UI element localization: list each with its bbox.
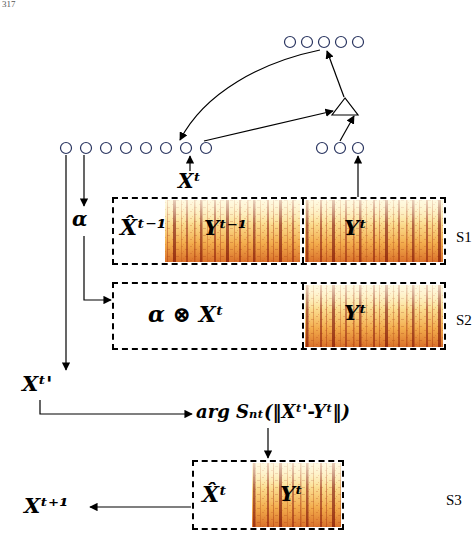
neuron-row <box>285 37 364 48</box>
sub-box: X̂ᵗ⁻¹ Yᵗ⁻¹ <box>114 199 304 263</box>
math-label: Xᵗ⁺¹ <box>24 494 68 517</box>
math-symbol: X̂ᵗ <box>202 482 227 506</box>
spectrogram <box>252 463 341 527</box>
spectrogram <box>305 285 443 347</box>
math-symbol: α ⊗ Xᵗ <box>148 302 224 326</box>
sub-box: α ⊗ Xᵗ <box>114 284 304 348</box>
sub-box: Yᵗ <box>304 284 444 348</box>
neuron-row <box>61 143 212 154</box>
math-symbol: Yᵗ <box>280 482 303 505</box>
math-label: Xᵗ <box>178 170 201 192</box>
stage-label: S3 <box>446 492 462 509</box>
arrow <box>40 50 358 507</box>
math-symbol: Yᵗ <box>344 216 367 239</box>
neuron-row <box>317 143 364 154</box>
sub-box: Yᵗ <box>304 199 444 263</box>
math-symbol: Yᵗ <box>344 301 367 324</box>
spectrogram <box>165 200 300 262</box>
math-symbol: Yᵗ⁻¹ <box>204 216 247 239</box>
stage-label: S1 <box>456 229 472 246</box>
math-symbol: X̂ᵗ⁻¹ <box>120 215 166 239</box>
math-label: Xᵗ' <box>22 372 53 395</box>
stage-box: X̂ᵗYᵗS3 <box>192 460 344 530</box>
stage-box: α ⊗ XᵗYᵗS2 <box>112 282 446 350</box>
merge-triangle <box>332 98 358 115</box>
stage-box: X̂ᵗ⁻¹Yᵗ⁻¹YᵗS1 <box>112 197 446 265</box>
stage-label: S2 <box>456 312 472 329</box>
math-label: α <box>72 208 87 230</box>
spectrogram <box>305 200 443 262</box>
math-label: arg Sₙₜ(‖Xᵗ'-Yᵗ‖) <box>196 402 350 422</box>
page-number: 317 <box>2 0 16 10</box>
